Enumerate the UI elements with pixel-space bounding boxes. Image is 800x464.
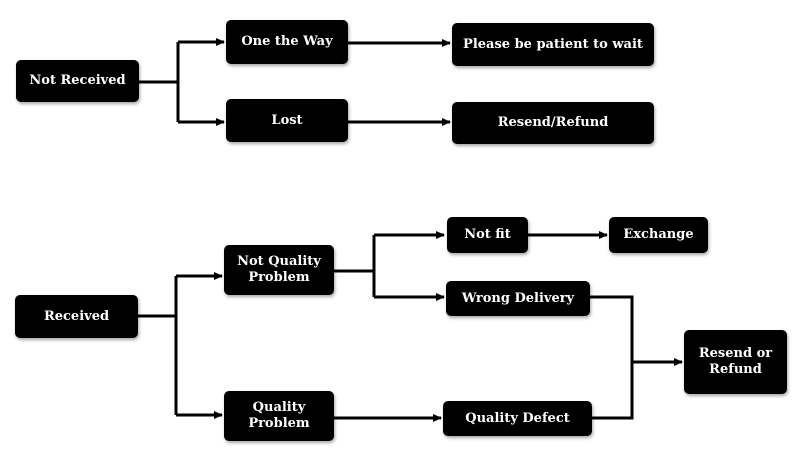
node-quality-problem-label: Quality Problem: [248, 400, 310, 431]
node-resend-refund: Resend/Refund: [452, 102, 654, 144]
node-lost-label: Lost: [271, 112, 303, 128]
node-exchange-label: Exchange: [623, 227, 694, 242]
connector-received-trunk: [138, 276, 178, 415]
node-not-fit: Not fit: [447, 217, 528, 253]
node-resend-or-refund: Resend or Refund: [684, 330, 787, 394]
node-wrong-delivery: Wrong Delivery: [446, 281, 590, 316]
node-lost: Lost: [226, 99, 348, 142]
connector-merge: [590, 295, 682, 420]
node-resend-or-refund-label: Resend or Refund: [698, 346, 773, 377]
connector-not-quality-split: [334, 235, 376, 297]
node-quality-defect-label: Quality Defect: [465, 410, 570, 426]
connector-not-received-trunk: [139, 42, 180, 122]
node-please-wait-label: Please be patient to wait: [463, 36, 643, 52]
node-not-quality-problem: Not Quality Problem: [224, 245, 334, 295]
node-received: Received: [15, 295, 138, 338]
node-exchange: Exchange: [609, 217, 708, 253]
node-quality-problem: Quality Problem: [224, 391, 334, 441]
node-not-quality-problem-label: Not Quality Problem: [237, 254, 321, 285]
node-resend-refund-label: Resend/Refund: [497, 115, 609, 130]
node-not-fit-label: Not fit: [464, 227, 511, 242]
node-received-label: Received: [43, 308, 110, 324]
node-wrong-delivery-label: Wrong Delivery: [461, 290, 575, 306]
node-on-the-way-label: One the Way: [241, 34, 333, 49]
node-on-the-way: One the Way: [226, 20, 348, 64]
node-please-wait: Please be patient to wait: [452, 23, 654, 66]
node-not-received: Not Received: [16, 60, 139, 102]
node-not-received-label: Not Received: [29, 73, 126, 88]
node-quality-defect: Quality Defect: [443, 401, 592, 436]
